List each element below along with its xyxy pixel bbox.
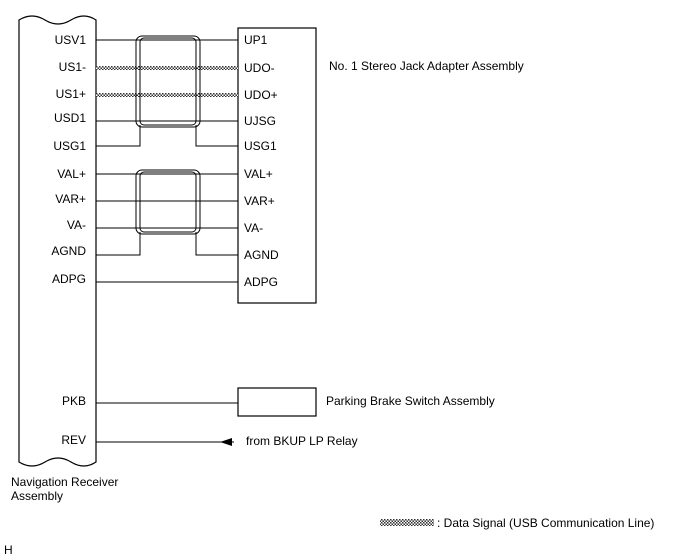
data-signal-wire-us1-plus	[96, 93, 238, 97]
jack-pin-label: VA-	[244, 221, 263, 235]
parking-brake-switch-box	[237, 387, 317, 417]
legend-data-signal-text: : Data Signal (USB Communication Line)	[437, 516, 654, 530]
receiver-name-line2: Assembly	[11, 489, 63, 503]
jack-pin-label: VAR+	[244, 194, 275, 208]
usb-shield	[135, 35, 201, 128]
receiver-pin-label: VA-	[67, 218, 86, 232]
shield-drain-jack-agnd	[195, 232, 238, 256]
shield-drain-usg1	[96, 125, 141, 147]
jack-pin-label: UDO+	[244, 88, 278, 102]
audio-shield	[135, 169, 201, 235]
bkup-lp-relay-label: from BKUP LP Relay	[246, 434, 358, 448]
navigation-receiver-body	[18, 15, 97, 467]
receiver-name-line1: Navigation Receiver	[11, 475, 118, 489]
receiver-pin-label: US1+	[56, 87, 86, 101]
jack-pin-label: ADPG	[244, 275, 278, 289]
jack-pin-label: UJSG	[244, 114, 276, 128]
jack-pin-label: UP1	[244, 33, 268, 47]
stereo-jack-adapter-box	[237, 27, 317, 304]
receiver-pin-label: US1-	[59, 60, 86, 74]
receiver-pin-label: VAL+	[57, 167, 86, 181]
stereo-jack-adapter-name: No. 1 Stereo Jack Adapter Assembly	[329, 59, 524, 73]
parking-brake-switch-name: Parking Brake Switch Assembly	[326, 394, 495, 408]
figure-code: H	[4, 543, 13, 557]
jack-pin-labels: UP1 UDO- UDO+ UJSG USG1 VAL+ VAR+ VA- AG…	[244, 33, 279, 289]
jack-pin-label: AGND	[244, 248, 279, 262]
receiver-pin-label: VAR+	[55, 192, 86, 206]
jack-pin-label: USG1	[244, 139, 277, 153]
receiver-pin-label: USG1	[53, 139, 86, 153]
receiver-pin-label: USV1	[55, 33, 87, 47]
rev-arrow-head	[220, 438, 232, 446]
receiver-pin-label: AGND	[51, 244, 86, 258]
legend-data-signal-swatch	[380, 519, 434, 526]
jack-pin-label: VAL+	[244, 167, 273, 181]
data-signal-wire-us1-minus	[96, 66, 238, 70]
receiver-pin-labels: USV1 US1- US1+ USD1 USG1 VAL+ VAR+ VA- A…	[51, 33, 86, 447]
wires	[96, 39, 238, 446]
receiver-pin-label: USD1	[54, 111, 86, 125]
shield-drain-jack-usg1	[195, 125, 238, 147]
receiver-pin-label: ADPG	[52, 272, 86, 286]
receiver-pin-label: PKB	[62, 394, 86, 408]
shield-drain-agnd	[96, 232, 141, 256]
jack-pin-label: UDO-	[244, 61, 275, 75]
receiver-pin-label: REV	[61, 433, 86, 447]
